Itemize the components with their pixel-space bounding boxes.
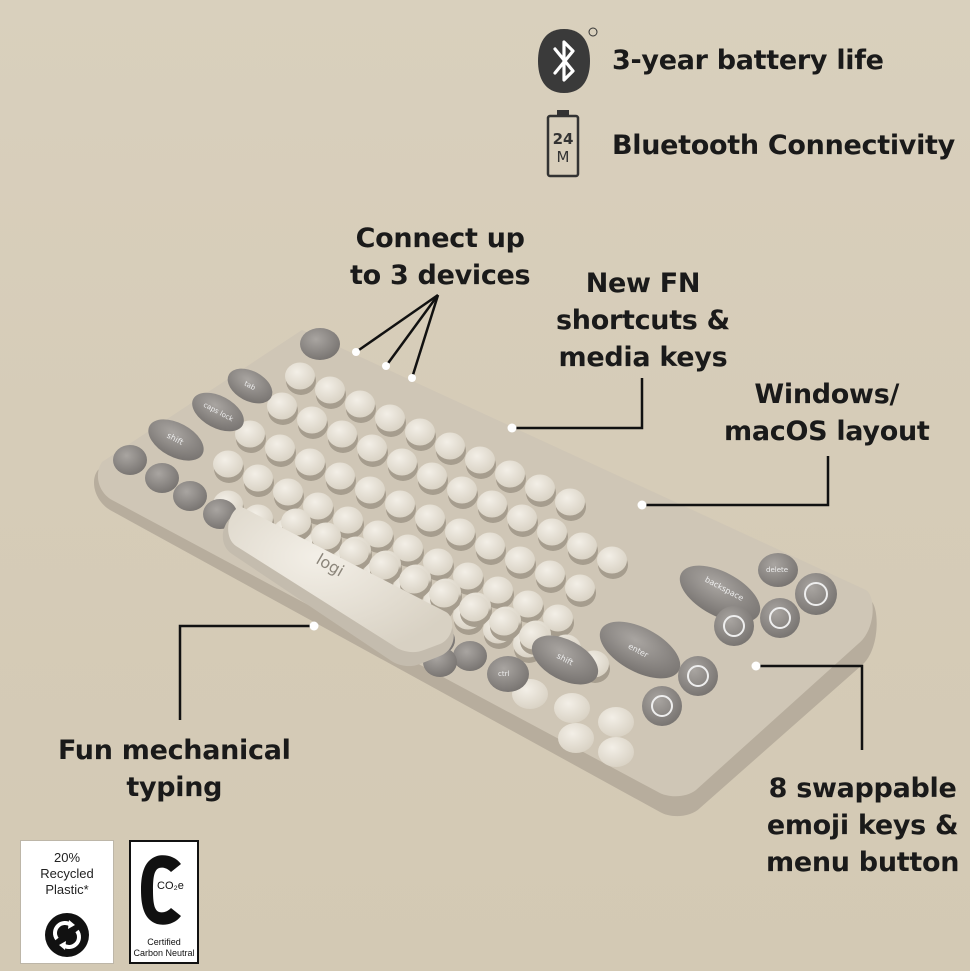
keycap [387,448,417,476]
tab-key: tab [227,368,273,404]
keycap [505,546,535,574]
keycap [333,506,363,534]
keycap [567,532,597,560]
keycap [525,474,555,502]
keycap [235,420,265,448]
recycled-plastic-text: 20% Recycled Plastic* [40,850,94,897]
keycap [385,490,415,518]
keycap [483,576,513,604]
keycap [459,594,489,622]
keycap [315,376,345,404]
keycap [285,362,315,390]
enter-key: enter [599,621,681,679]
keycap [429,580,459,608]
svg-text:ctrl: ctrl [498,670,509,678]
keycap [339,538,369,566]
battery-icon: 24 M [546,108,580,178]
caps-lock-key: caps lock [192,392,244,432]
callout-fn-shortcuts: New FN shortcuts & media keys [556,268,730,373]
keycap [369,552,399,580]
keycap [423,548,453,576]
feature-text-bluetooth: Bluetooth Connectivity [612,130,955,161]
keycap [565,574,595,602]
keycap [327,420,357,448]
keycap [355,476,385,504]
shift-right-key: shift [531,635,599,685]
carbon-neutral-text: Certified Carbon Neutral [133,937,195,958]
carbon-neutral-icon [141,855,181,925]
feature-text-battery-life: 3-year battery life [612,45,884,76]
callout-emoji-keys: 8 swappable emoji keys & menu button [766,773,960,878]
delete-key: delete [758,553,798,587]
keycap [375,404,405,432]
modifier-key [173,481,207,511]
keycap [445,518,475,546]
keycap [435,432,465,460]
keycap [477,490,507,518]
keycap [507,504,537,532]
keycap [415,504,445,532]
keycap [295,448,325,476]
keycap [243,464,273,492]
emoji-keys [642,573,837,726]
keycap [447,476,477,504]
keycap [513,590,543,618]
keycap [281,508,311,536]
ctrl-right-key: ctrl [487,656,529,692]
keycap [363,520,393,548]
callout-mechanical-typing: Fun mechanical typing [58,735,291,803]
keycap [475,532,505,560]
keycap [345,390,375,418]
keycap [311,522,341,550]
recycled-plastic-badge: 20% Recycled Plastic* [20,840,114,964]
keycap [399,566,429,594]
keycap [393,534,423,562]
keycap [453,562,483,590]
keycap [267,392,297,420]
keycap [535,560,565,588]
keycap [325,462,355,490]
battery-icon-label-top: 24 [552,130,574,148]
keycap [465,446,495,474]
arrow-key [558,723,594,753]
carbon-neutral-badge: CO₂e Certified Carbon Neutral [129,840,199,964]
recycle-icon [45,913,89,957]
keycap [297,406,327,434]
arrow-key [598,737,634,767]
keycap [213,450,243,478]
keycap [357,434,387,462]
keycap [543,604,573,632]
keycap [303,492,333,520]
modifier-key [145,463,179,493]
modifier-key [113,445,147,475]
battery-icon-label-bottom: M [556,148,570,166]
keycap [495,460,525,488]
escape-key [300,328,340,360]
shift-left-key: shift [148,419,204,461]
keycap [265,434,295,462]
keycap [597,546,627,574]
keycap [537,518,567,546]
keycap [555,488,585,516]
keycap [489,608,519,636]
arrow-key [598,707,634,737]
keycap [405,418,435,446]
modifier-key [453,641,487,671]
keycap [417,462,447,490]
co2-symbol: CO₂e [157,880,184,892]
keycap [273,478,303,506]
arrow-key [554,693,590,723]
callout-layout: Windows/ macOS layout [724,379,930,447]
svg-text:delete: delete [766,566,788,574]
callout-connect-devices: Connect up to 3 devices [350,223,531,291]
bluetooth-icon [538,27,598,95]
